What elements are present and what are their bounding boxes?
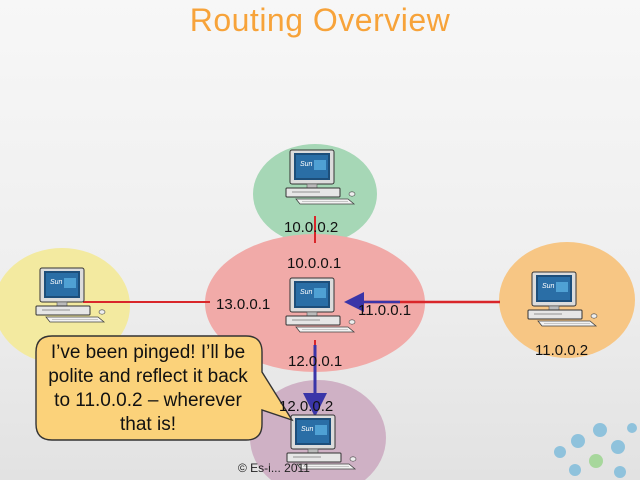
copyright-footer: © Es-i... 2011 xyxy=(238,461,310,475)
host-bottom-ip: 12.0.0.2 xyxy=(279,398,334,415)
decorative-bubbles xyxy=(554,423,637,478)
router-interface-bottom-ip: 12.0.0.1 xyxy=(288,353,343,370)
callout-text: I’ve been pinged! I’ll be polite and ref… xyxy=(48,342,248,435)
router-interface-right-ip: 11.0.0.1 xyxy=(358,302,412,319)
callout-bubble xyxy=(35,335,294,441)
slide-title: Routing Overview xyxy=(189,2,451,38)
host-top-ip: 10.0.0.2 xyxy=(284,219,339,236)
router-interface-top-ip: 10.0.0.1 xyxy=(287,255,342,272)
router-interface-left-ip: 13.0.0.1 xyxy=(216,296,271,313)
host-right-ip: 11.0.0.2 xyxy=(535,342,589,359)
